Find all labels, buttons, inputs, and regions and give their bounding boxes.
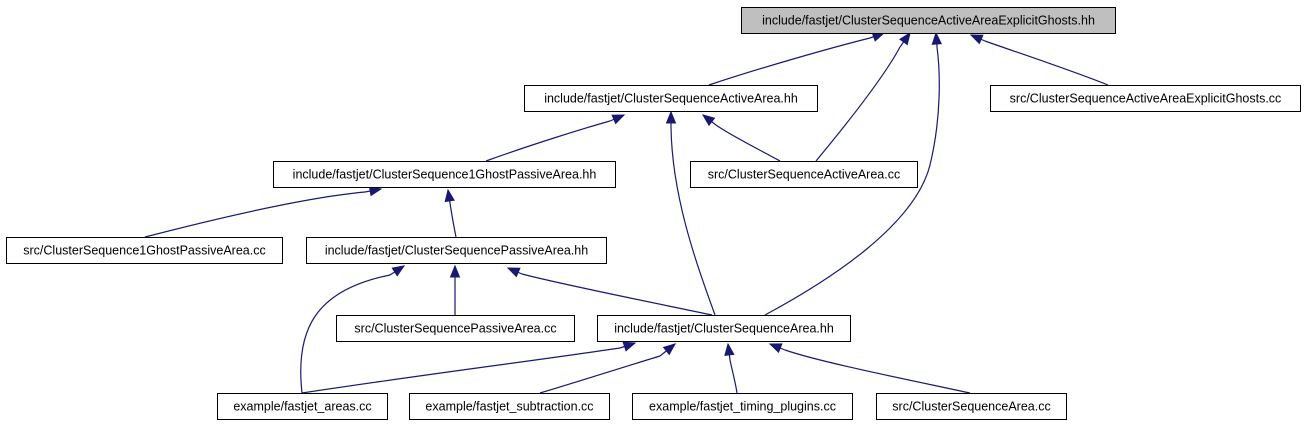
edge-line <box>485 120 611 162</box>
edge-csaa_hh-to-root <box>708 31 886 86</box>
node-box <box>990 85 1301 112</box>
edge-line <box>984 40 1109 86</box>
node-csaaeg-cc[interactable]: src/ClusterSequenceActiveAreaExplicitGho… <box>990 85 1301 112</box>
edge-csaaeg_cc-to-root <box>969 34 1109 86</box>
node-cspa-hh[interactable]: include/fastjet/ClusterSequencePassiveAr… <box>306 237 607 264</box>
node-box <box>632 393 853 420</box>
node-label: example/fastjet_subtraction.cc <box>425 400 593 414</box>
node-box <box>6 237 283 264</box>
edge-line <box>815 46 901 162</box>
node-ex-areas[interactable]: example/fastjet_areas.cc <box>217 393 388 420</box>
node-box <box>306 237 607 264</box>
edge-line <box>449 202 457 238</box>
edge-csaa_cc-to-root <box>815 31 911 162</box>
node-label: example/fastjet_timing_plugins.cc <box>649 400 836 414</box>
node-box <box>597 315 851 342</box>
edge-line <box>144 191 366 238</box>
edge-cspa_cc-to-cspa_hh <box>449 264 461 315</box>
edge-line <box>300 274 391 394</box>
edge-cs1gpa_cc-to-cs1gpa_hh <box>144 185 383 238</box>
node-cs1gpa-hh[interactable]: include/fastjet/ClusterSequence1GhostPas… <box>273 161 616 188</box>
node-label: include/fastjet/ClusterSequenceActiveAre… <box>544 92 798 106</box>
edge-line <box>670 126 716 316</box>
edge-line <box>708 37 871 86</box>
node-ex-sub[interactable]: example/fastjet_subtraction.cc <box>409 393 610 420</box>
edge-csa_cc-to-csa_hh <box>768 343 971 394</box>
node-label: include/fastjet/ClusterSequence1GhostPas… <box>293 168 597 182</box>
node-csaa-cc[interactable]: src/ClusterSequenceActiveArea.cc <box>690 161 918 188</box>
edge-line <box>764 46 940 316</box>
edge-cspa_hh-to-cs1gpa_hh <box>444 188 457 238</box>
edge-line <box>539 355 661 394</box>
edge-ex_timing-to-csa_hh <box>724 342 738 394</box>
node-box <box>524 85 818 112</box>
node-box <box>876 393 1067 420</box>
node-label: src/ClusterSequenceActiveArea.cc <box>708 168 900 182</box>
edge-line <box>784 349 971 394</box>
edge-ex_areas-to-csa_hh <box>301 341 637 394</box>
node-label: src/ClusterSequenceActiveAreaExplicitGho… <box>1010 92 1282 106</box>
edge-csa_hh-to-csaa_hh <box>665 110 716 316</box>
node-cs1gpa-cc[interactable]: src/ClusterSequence1GhostPassiveArea.cc <box>6 237 283 264</box>
edge-line <box>301 347 621 394</box>
edge-csa_hh-to-root <box>764 31 943 316</box>
nodes-layer: include/fastjet/ClusterSequenceActiveAre… <box>6 7 1301 420</box>
node-box <box>273 161 616 188</box>
node-ex-timing[interactable]: example/fastjet_timing_plugins.cc <box>632 393 853 420</box>
edge-line <box>729 359 738 394</box>
node-label: src/ClusterSequencePassiveArea.cc <box>354 322 556 336</box>
node-label: src/ClusterSequenceArea.cc <box>892 400 1050 414</box>
node-root: include/fastjet/ClusterSequenceActiveAre… <box>741 7 1116 34</box>
node-label: example/fastjet_areas.cc <box>233 400 371 414</box>
node-cspa-cc[interactable]: src/ClusterSequencePassiveArea.cc <box>336 315 575 342</box>
edge-line <box>521 273 713 316</box>
edges-layer <box>144 31 1109 394</box>
edge-csaa_cc-to-csaa_hh <box>701 114 781 162</box>
edge-csa_hh-to-cspa_hh <box>506 267 713 316</box>
node-label: include/fastjet/ClusterSequencePassiveAr… <box>325 244 588 258</box>
node-csa-cc[interactable]: src/ClusterSequenceArea.cc <box>876 393 1067 420</box>
node-label: include/fastjet/ClusterSequenceActiveAre… <box>762 14 1095 28</box>
node-csa-hh[interactable]: include/fastjet/ClusterSequenceArea.hh <box>597 315 851 342</box>
edge-ex_areas-to-cspa_hh <box>300 265 406 394</box>
edge-ex_sub-to-csa_hh <box>539 343 677 394</box>
node-box <box>741 7 1116 34</box>
node-label: src/ClusterSequence1GhostPassiveArea.cc <box>23 244 265 258</box>
node-box <box>690 161 918 188</box>
edge-line <box>715 124 781 162</box>
node-csaa-hh[interactable]: include/fastjet/ClusterSequenceActiveAre… <box>524 85 818 112</box>
node-box <box>336 315 575 342</box>
node-box <box>409 393 610 420</box>
node-label: include/fastjet/ClusterSequenceArea.hh <box>614 322 834 336</box>
edge-cs1gpa_hh-to-csaa_hh <box>485 114 626 162</box>
node-box <box>217 393 388 420</box>
